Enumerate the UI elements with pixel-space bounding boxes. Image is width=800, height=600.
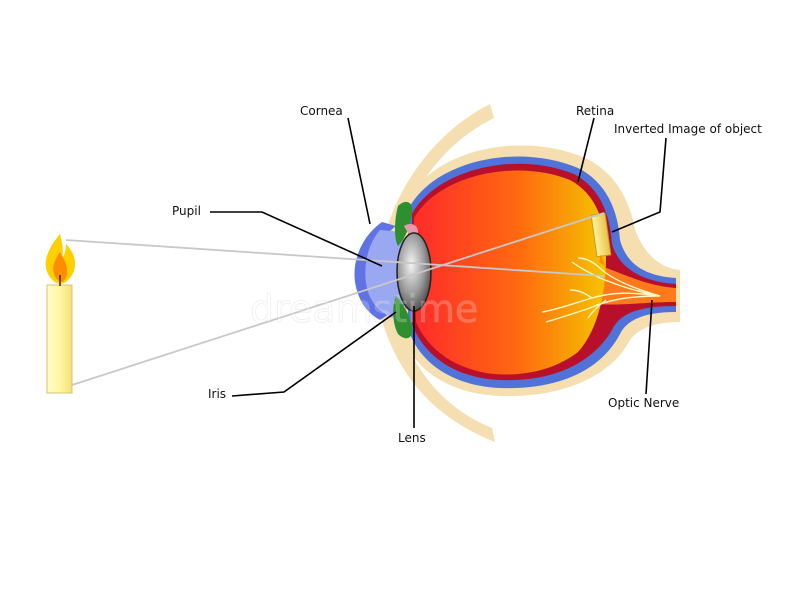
label-lens: Lens xyxy=(398,431,426,445)
label-optic-nerve: Optic Nerve xyxy=(608,396,679,410)
iris-upper xyxy=(395,201,413,246)
nerve-fibers xyxy=(541,257,661,323)
watermark: dreamstime xyxy=(250,287,478,331)
light-ray-bottom xyxy=(71,212,605,386)
label-cornea: Cornea xyxy=(300,104,343,118)
sclera-outer-arc xyxy=(377,104,495,442)
pupil-leader xyxy=(210,211,383,267)
cornea-leader xyxy=(347,117,371,225)
iris-lower xyxy=(393,296,413,339)
optic-nerve-leader xyxy=(645,299,653,395)
light-ray-top xyxy=(65,239,605,277)
aqueous-humor xyxy=(365,230,404,318)
label-retina: Retina xyxy=(576,104,614,118)
label-iris: Iris xyxy=(208,387,226,401)
label-inverted-image: Inverted Image of object xyxy=(614,122,762,136)
label-pupil: Pupil xyxy=(172,204,201,218)
retina-leader xyxy=(577,117,595,183)
inverted-image-leader xyxy=(611,137,667,233)
vitreous-humor xyxy=(414,170,606,375)
candle xyxy=(45,234,76,394)
iris-leader xyxy=(231,311,397,397)
